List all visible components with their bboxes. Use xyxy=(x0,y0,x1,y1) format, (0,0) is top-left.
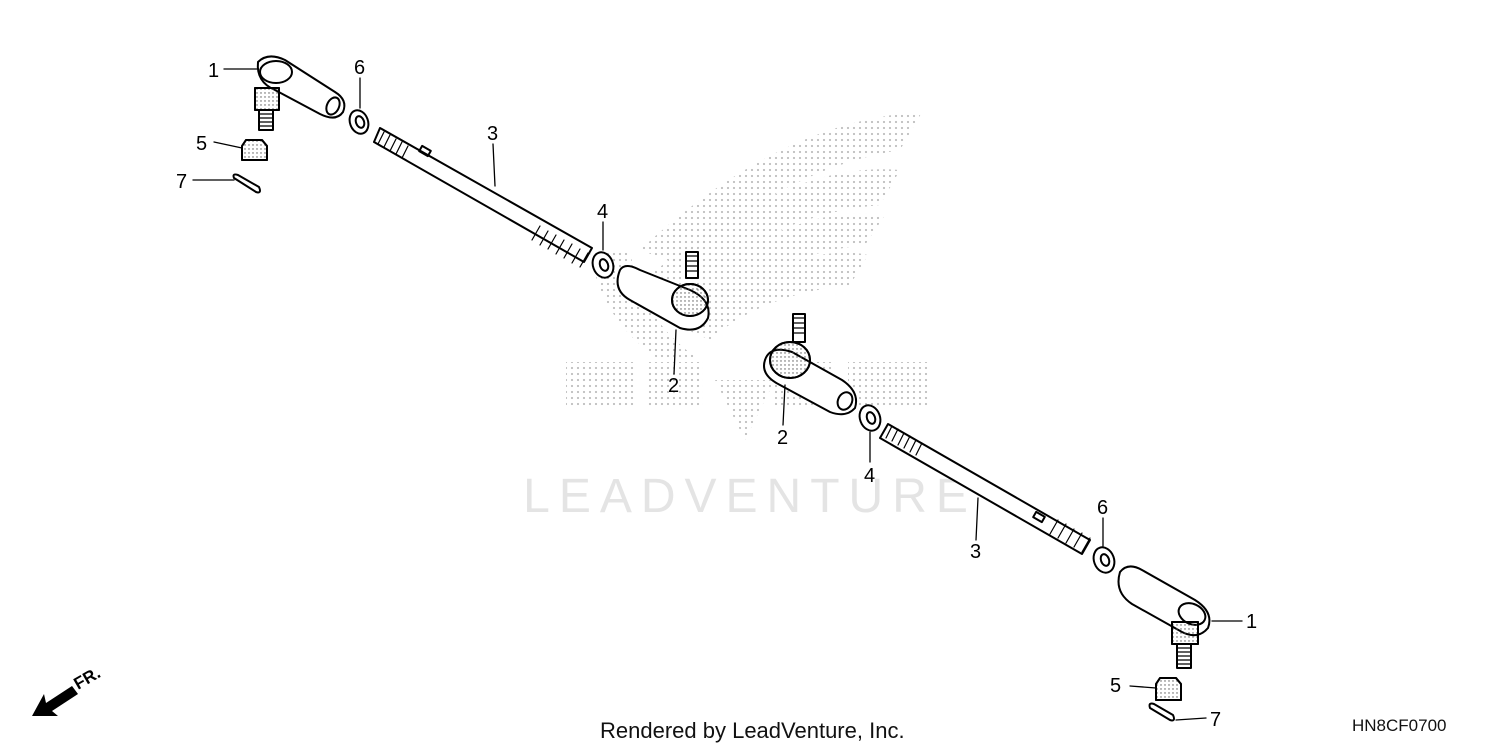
cotter-pin-right xyxy=(1148,702,1175,722)
tie-rod-end-left xyxy=(254,55,346,131)
callout-6-right: 6 xyxy=(1097,497,1108,519)
front-direction-label: FR. xyxy=(71,663,104,693)
castle-nut-left xyxy=(241,139,268,161)
tie-rod-left xyxy=(373,127,593,268)
callout-7-right: 7 xyxy=(1210,709,1221,731)
callout-1-right: 1 xyxy=(1246,611,1257,633)
jam-nut-right xyxy=(858,404,882,432)
cotter-pin-left xyxy=(232,173,261,194)
callout-2-right: 2 xyxy=(777,427,788,449)
leader-lines xyxy=(192,68,1243,721)
watermark-text: LEADVENTURE xyxy=(523,470,977,523)
jam-nut-left xyxy=(591,251,615,279)
ball-joint-left xyxy=(616,251,710,331)
callout-5-right: 5 xyxy=(1110,675,1121,697)
callout-5-left: 5 xyxy=(196,133,207,155)
callout-2-left: 2 xyxy=(668,375,679,397)
ball-joint-right xyxy=(763,313,858,416)
lock-nut-left xyxy=(348,109,370,135)
tie-rod-end-right xyxy=(1117,565,1211,669)
callout-7-left: 7 xyxy=(176,171,187,193)
callout-4-right: 4 xyxy=(864,465,875,487)
callout-4-left: 4 xyxy=(597,201,608,223)
callout-6-left: 6 xyxy=(354,57,365,79)
rendered-by-credit: Rendered by LeadVenture, Inc. xyxy=(600,718,905,743)
tie-rod-right xyxy=(879,423,1091,555)
lock-nut-right xyxy=(1092,546,1116,574)
diagram-code: HN8CF0700 xyxy=(1352,716,1447,735)
callout-3-left: 3 xyxy=(487,123,498,145)
callout-1-left: 1 xyxy=(208,60,219,82)
callout-3-right: 3 xyxy=(970,541,981,563)
castle-nut-right xyxy=(1155,677,1182,701)
front-direction-arrow-icon xyxy=(32,686,78,716)
